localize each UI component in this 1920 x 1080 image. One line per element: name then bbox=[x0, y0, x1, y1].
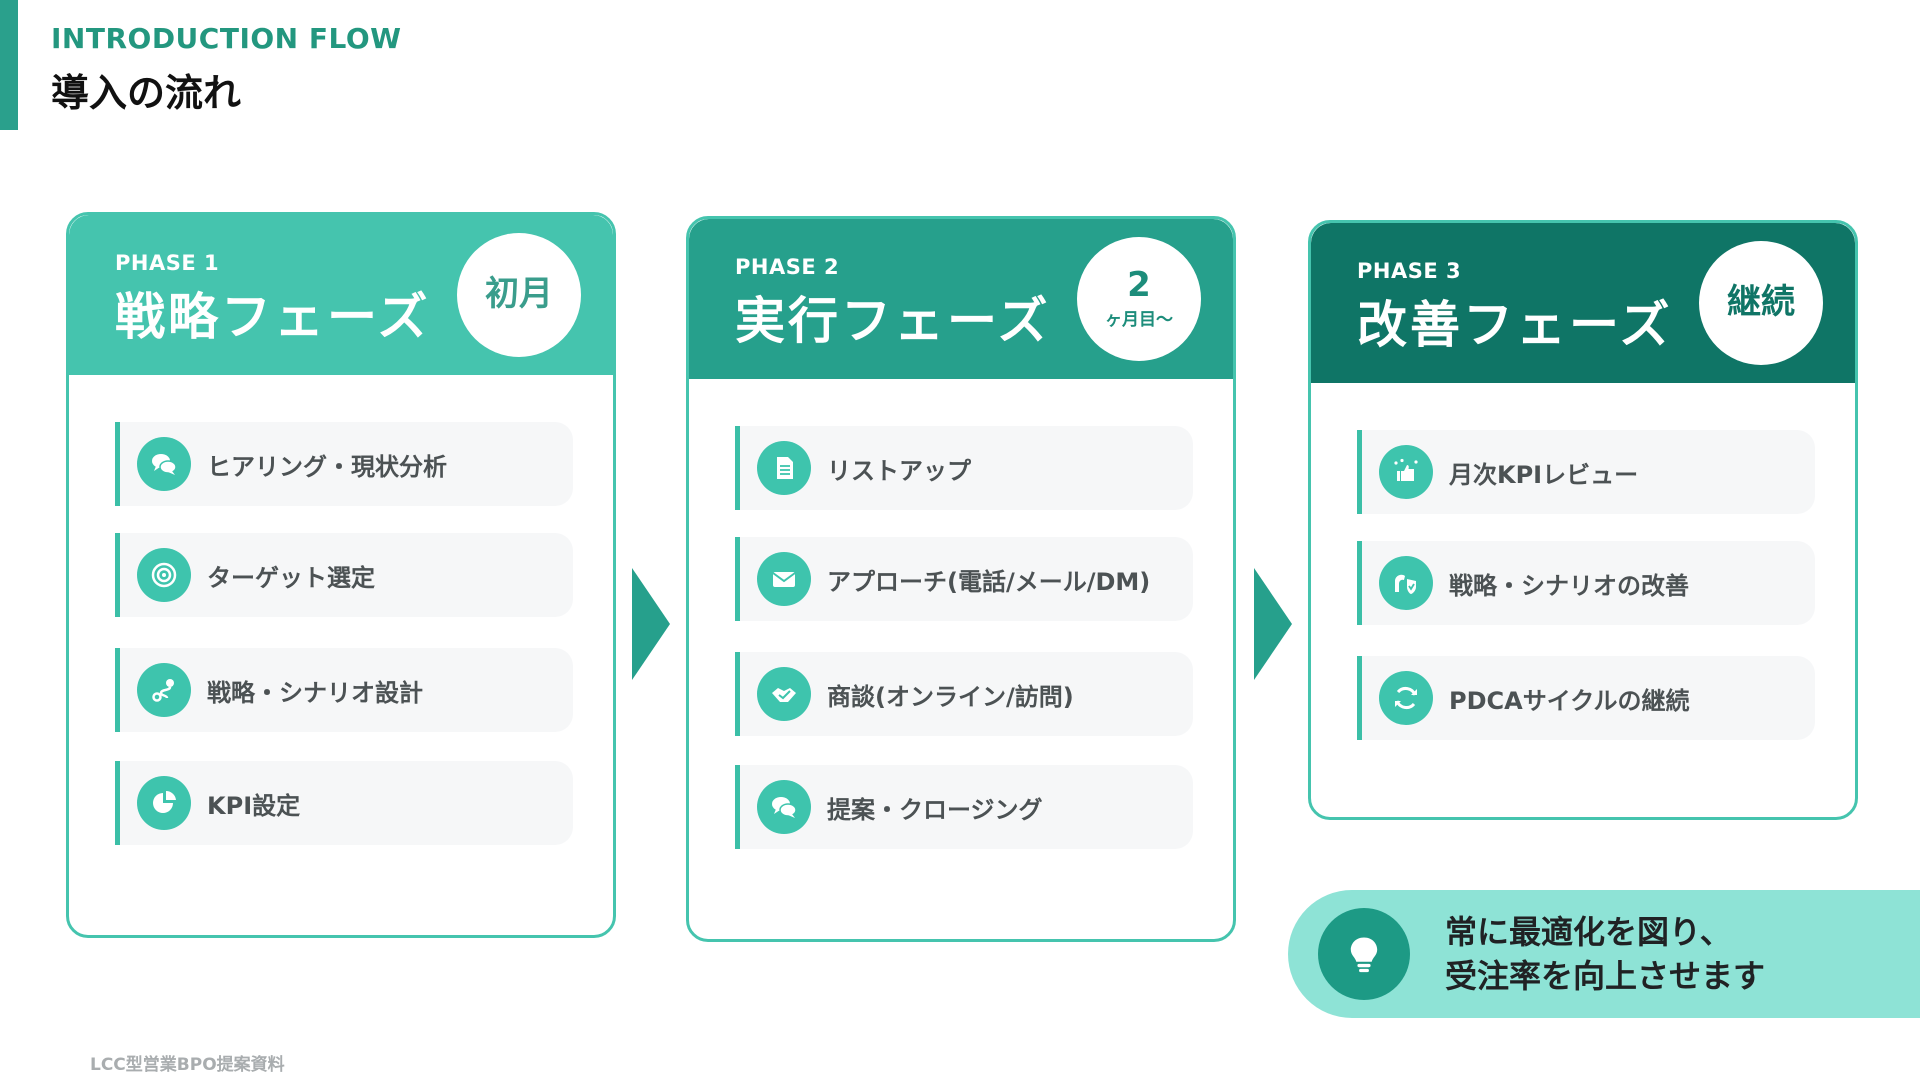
chat-bubbles-icon bbox=[137, 437, 191, 491]
document-icon bbox=[757, 441, 811, 495]
footer-text: LCC型営業BPO提案資料 bbox=[90, 1055, 285, 1075]
shield-hand-icon bbox=[1379, 556, 1433, 610]
flow-arrow bbox=[1254, 568, 1292, 680]
step-label: KPI設定 bbox=[207, 791, 301, 820]
phase-card-2: PHASE 2 実行フェーズ 2 ヶ月目〜 リストアップ アプローチ(電話/メー… bbox=[686, 216, 1236, 942]
page-title: 導入の流れ bbox=[51, 71, 242, 115]
target-icon bbox=[137, 548, 191, 602]
phase-label: PHASE 3 bbox=[1357, 259, 1462, 283]
callout-line-1: 常に最適化を図り、 bbox=[1445, 913, 1732, 951]
flow-arrow bbox=[632, 568, 670, 680]
step-label: ターゲット選定 bbox=[207, 563, 375, 592]
badge-main: 初月 bbox=[485, 274, 553, 315]
cycle-icon bbox=[1379, 671, 1433, 725]
phase-name: 実行フェーズ bbox=[735, 292, 1051, 350]
thumbs-up-stars-icon bbox=[1379, 445, 1433, 499]
step-item: アプローチ(電話/メール/DM) bbox=[735, 537, 1193, 621]
summary-callout: 常に最適化を図り、 受注率を向上させます bbox=[1288, 890, 1920, 1018]
callout-text: 常に最適化を図り、 受注率を向上させます bbox=[1445, 910, 1765, 998]
step-label: 戦略・シナリオ設計 bbox=[207, 678, 423, 707]
phase-header-3: PHASE 3 改善フェーズ 継続 bbox=[1311, 223, 1855, 383]
phase-header-2: PHASE 2 実行フェーズ 2 ヶ月目〜 bbox=[689, 219, 1233, 379]
phase-header-1: PHASE 1 戦略フェーズ 初月 bbox=[69, 215, 613, 375]
section-eyebrow: INTRODUCTION FLOW bbox=[51, 22, 402, 55]
step-label: ヒアリング・現状分析 bbox=[207, 452, 447, 481]
phase-name: 戦略フェーズ bbox=[115, 288, 431, 346]
lightbulb-icon bbox=[1318, 908, 1410, 1000]
step-item: 戦略・シナリオ設計 bbox=[115, 648, 573, 732]
phase-label: PHASE 2 bbox=[735, 255, 840, 279]
step-item: 月次KPIレビュー bbox=[1357, 430, 1815, 514]
timing-badge: 継続 bbox=[1699, 241, 1823, 365]
timing-badge: 初月 bbox=[457, 233, 581, 357]
step-label: 戦略・シナリオの改善 bbox=[1449, 571, 1689, 600]
phase-card-1: PHASE 1 戦略フェーズ 初月 ヒアリング・現状分析 ターゲット選定 戦略・… bbox=[66, 212, 616, 938]
chat-bubbles-icon bbox=[757, 780, 811, 834]
badge-sub: ヶ月目〜 bbox=[1105, 310, 1173, 331]
phase-label: PHASE 1 bbox=[115, 251, 220, 275]
envelope-icon bbox=[757, 552, 811, 606]
step-label: PDCAサイクルの継続 bbox=[1449, 686, 1690, 715]
step-item: 商談(オンライン/訪問) bbox=[735, 652, 1193, 736]
pie-chart-icon bbox=[137, 776, 191, 830]
step-label: 月次KPIレビュー bbox=[1449, 460, 1639, 489]
step-label: 商談(オンライン/訪問) bbox=[827, 682, 1074, 711]
route-icon bbox=[137, 663, 191, 717]
step-item: 戦略・シナリオの改善 bbox=[1357, 541, 1815, 625]
step-item: ヒアリング・現状分析 bbox=[115, 422, 573, 506]
step-item: リストアップ bbox=[735, 426, 1193, 510]
phase-name: 改善フェーズ bbox=[1357, 296, 1673, 354]
badge-main: 継続 bbox=[1727, 282, 1795, 323]
step-label: アプローチ(電話/メール/DM) bbox=[827, 567, 1151, 596]
handshake-icon bbox=[757, 667, 811, 721]
step-item: KPI設定 bbox=[115, 761, 573, 845]
step-item: ターゲット選定 bbox=[115, 533, 573, 617]
step-item: PDCAサイクルの継続 bbox=[1357, 656, 1815, 740]
accent-bar bbox=[0, 0, 18, 130]
timing-badge: 2 ヶ月目〜 bbox=[1077, 237, 1201, 361]
callout-line-2: 受注率を向上させます bbox=[1445, 957, 1766, 995]
badge-main: 2 bbox=[1127, 264, 1151, 305]
step-label: 提案・クロージング bbox=[827, 795, 1043, 824]
step-label: リストアップ bbox=[827, 456, 971, 485]
step-item: 提案・クロージング bbox=[735, 765, 1193, 849]
phase-card-3: PHASE 3 改善フェーズ 継続 月次KPIレビュー 戦略・シナリオの改善 P… bbox=[1308, 220, 1858, 820]
